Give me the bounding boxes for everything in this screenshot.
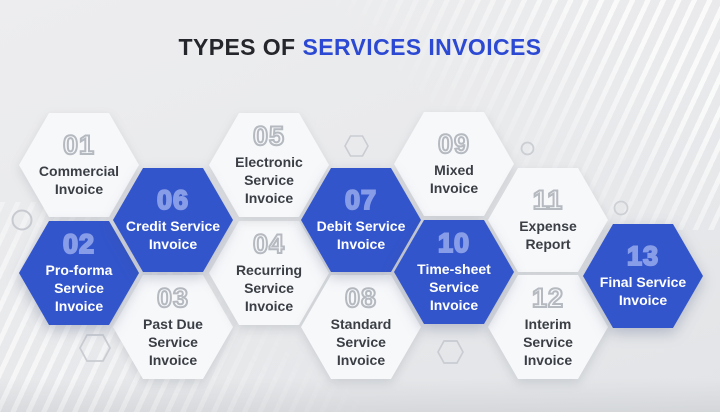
circle-outline-icon [11, 209, 33, 231]
hex-number: 05 [252, 120, 286, 151]
hex-label: Time-sheet Service Invoice [417, 260, 491, 314]
hex-number: 03 [156, 282, 190, 313]
circle-outline-icon [520, 141, 535, 156]
hex-number: 08 [344, 282, 378, 313]
hex-number: 07 [344, 184, 378, 215]
hex-label: Credit Service Invoice [125, 217, 221, 252]
hex-label: Final Service Invoice [599, 273, 687, 308]
hexagon-outline-icon [79, 334, 111, 362]
hex-number: 10 [437, 227, 471, 258]
hex-label: Interim Service Invoice [523, 315, 573, 369]
hex-label: Mixed Invoice [429, 161, 479, 196]
circle-outline-icon [613, 200, 629, 216]
hex-label: Past Due Service Invoice [143, 315, 203, 369]
hex-number: 06 [156, 184, 190, 215]
hex-number: 01 [62, 129, 96, 160]
hex-number: 13 [626, 240, 660, 271]
hex-number: 04 [252, 228, 286, 259]
title-prefix: TYPES OF [178, 34, 296, 60]
hex-label: Commercial Invoice [38, 162, 120, 197]
hex-label: Pro-forma Service Invoice [45, 261, 113, 315]
hex-number: 02 [62, 228, 96, 259]
hexagon-outline-icon [344, 135, 369, 157]
title-highlight: SERVICES INVOICES [302, 34, 542, 60]
hex-label: Electronic Service Invoice [235, 153, 303, 207]
hex-label: Expense Report [519, 217, 577, 252]
hex-number: 09 [437, 128, 471, 159]
hex-label: Debit Service Invoice [316, 217, 406, 252]
hex-number: 12 [531, 282, 565, 313]
hex-label: Standard Service Invoice [330, 315, 392, 369]
hex-number: 11 [532, 184, 564, 215]
bottom-shade-gradient [0, 378, 720, 412]
hexagon-outline-icon [437, 340, 464, 364]
hex-label: Recurring Service Invoice [235, 261, 303, 315]
